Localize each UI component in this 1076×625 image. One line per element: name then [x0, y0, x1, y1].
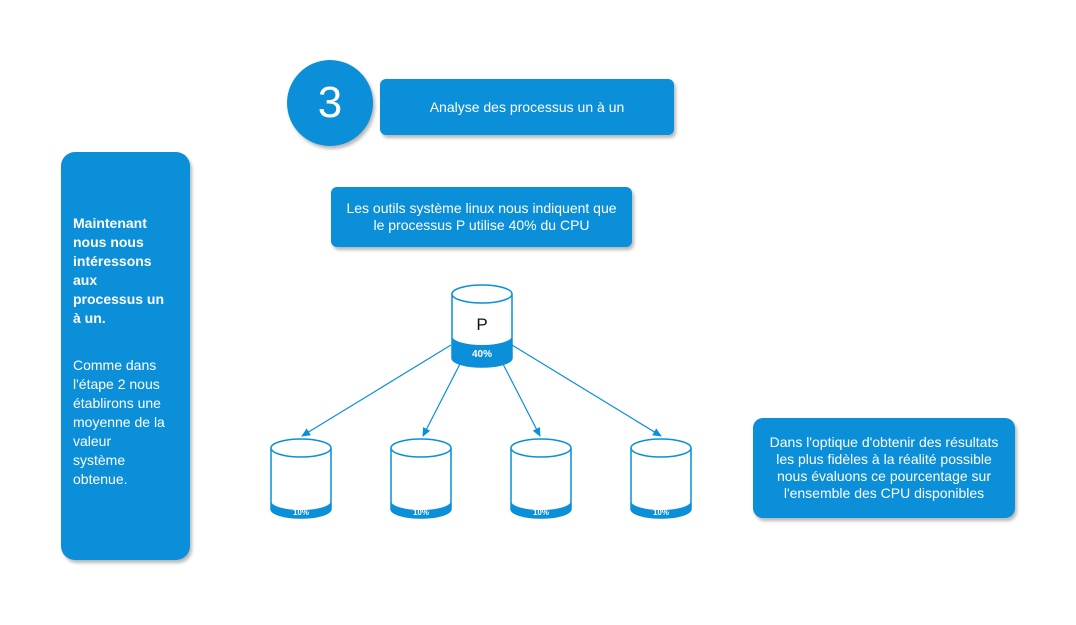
side-panel-description: Comme dans l'étape 2 nous établirons une…: [73, 357, 165, 487]
arrow-to-cpu-1: [301, 344, 452, 437]
cpu-usage: 10%: [413, 508, 429, 517]
step-number-circle: 3: [287, 60, 373, 146]
process-usage: 40%: [472, 349, 492, 360]
step-title: Analyse des processus un à un: [380, 79, 674, 135]
cpu-usage: 10%: [293, 508, 309, 517]
side-panel-heading: Maintenant nous nous intéressons aux pro…: [73, 215, 165, 326]
process-label: P: [476, 315, 487, 334]
cpu-cylinder-4: 10%: [630, 438, 692, 519]
evaluation-note: Dans l'optique d'obtenir des résultats l…: [753, 418, 1015, 518]
process-cylinder: P 40%: [451, 284, 513, 368]
arrow-to-cpu-3: [501, 361, 541, 437]
cpu-usage-info: Les outils système linux nous indiquent …: [331, 187, 632, 247]
cpu-cylinder-2: 10%: [390, 438, 452, 519]
cpu-cylinder-3: 10%: [510, 438, 572, 519]
cpu-usage: 10%: [653, 508, 669, 517]
cpu-usage: 10%: [533, 508, 549, 517]
arrow-to-cpu-4: [511, 344, 662, 437]
arrow-to-cpu-2: [422, 361, 462, 437]
cpu-cylinder-1: 10%: [270, 438, 332, 519]
arrows: [301, 344, 662, 437]
side-panel: Maintenant nous nous intéressons aux pro…: [61, 152, 190, 560]
